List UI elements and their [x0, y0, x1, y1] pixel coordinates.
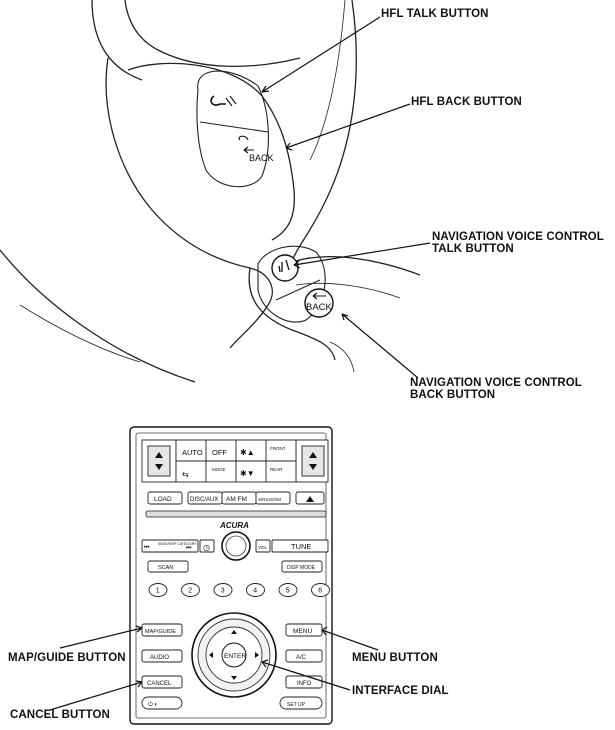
- preset-button-label: 3: [221, 588, 225, 595]
- nav-voice-back-button: BACK: [304, 288, 334, 318]
- preset-button: [181, 583, 200, 597]
- climate-controls: [141, 439, 329, 483]
- seek-category-label: SEEK/SKIP CATEGORY: [158, 542, 197, 546]
- tune-row-buttons: [141, 539, 329, 553]
- audio-climate-panel: AUTO OFF ✱▲ ✱▼ FRONT REAR MODE ⇆ LOAD DI…: [129, 426, 333, 725]
- disp-mode-button-label: DISP MODE: [287, 565, 316, 571]
- xm-button-label: SIRIUS/XM: [258, 497, 281, 502]
- preset-button-label: 4: [253, 588, 257, 595]
- preset-button: [213, 583, 233, 597]
- preset-button-label: 2: [188, 588, 192, 595]
- climate-off-label: OFF: [212, 448, 227, 457]
- disc-slot: [145, 510, 327, 518]
- am-fm-button-label: AM FM: [226, 496, 247, 503]
- voice-talk-icon: [278, 259, 290, 273]
- hfl-talk-icon: [210, 95, 237, 107]
- map-guide-button-callout: MAP/GUIDE BUTTON: [8, 652, 126, 664]
- preset-button-label: 1: [156, 588, 160, 595]
- nav-voice-talk-callout-line1: NAVIGATION VOICE CONTROL: [432, 231, 604, 243]
- nav-voice-talk-button: [271, 254, 299, 282]
- leader-lines-top: [261, 16, 431, 379]
- climate-auto-label: AUTO: [182, 448, 203, 457]
- steering-wheel-illustration: [0, 0, 421, 383]
- leader-lines-bottom: [49, 625, 379, 711]
- menu-button-label: MENU: [293, 628, 312, 635]
- hfl-back-icon: [238, 135, 254, 154]
- fan-up-icon: ✱▲: [240, 448, 255, 457]
- nav-voice-talk-callout-line2: TALK BUTTON: [432, 243, 514, 255]
- tune-label: TUNE: [291, 542, 311, 551]
- hfl-back-button-callout: HFL BACK BUTTON: [411, 96, 522, 108]
- enter-label: ENTER: [224, 653, 246, 660]
- menu-button-callout: MENU BUTTON: [352, 652, 438, 664]
- vol-label: VOL: [258, 545, 268, 550]
- nav-voice-back-callout-line1: NAVIGATION VOICE CONTROL: [410, 377, 582, 389]
- interface-dial: ENTER: [191, 612, 277, 698]
- preset-button: [148, 583, 168, 597]
- preset-button-label: 5: [286, 588, 290, 595]
- seek-forward-icon: ⏭: [186, 545, 192, 551]
- fan-down-icon: ✱▼: [240, 469, 255, 478]
- scan-button-label: SCAN: [158, 565, 173, 571]
- temp-left-arrows-icon: [155, 452, 163, 470]
- audio-source-buttons: [147, 491, 325, 505]
- preset-button: [311, 583, 330, 597]
- disc-aux-button-label: DISC/AUX: [190, 497, 218, 503]
- clock-icon: ◷: [203, 543, 210, 552]
- preset-button: [278, 583, 298, 597]
- hfl-talk-button-callout: HFL TALK BUTTON: [381, 8, 489, 20]
- nav-voice-back-callout-line2: BACK BUTTON: [410, 389, 496, 401]
- load-button-label: LOAD: [154, 496, 172, 503]
- temp-right-arrows-icon: [309, 452, 317, 470]
- preset-button-label: 6: [318, 588, 322, 595]
- setup-button-label: SET UP: [287, 702, 306, 708]
- back-arrow-icon: [312, 292, 326, 300]
- power-icon: ⏻ ◐: [148, 701, 158, 708]
- interface-dial-callout: INTERFACE DIAL: [352, 685, 449, 697]
- scan-row-buttons: [147, 560, 323, 573]
- preset-button: [246, 583, 265, 597]
- ac-button-label: A/C: [296, 655, 307, 661]
- rear-defrost-label: REAR: [270, 467, 283, 472]
- seek-back-icon: ⏮: [144, 545, 150, 551]
- brand-logo: ACURA: [219, 521, 249, 530]
- cancel-button-callout: CANCEL BUTTON: [10, 709, 110, 721]
- cancel-button-label: CANCEL: [147, 681, 172, 687]
- nav-voice-back-button-label: BACK: [306, 302, 333, 313]
- recirculation-icon: ⇆: [182, 470, 189, 479]
- eject-icon: [306, 496, 314, 502]
- navigation-buttons: [141, 623, 323, 710]
- map-guide-button-label: MAP/GUIDE: [145, 629, 176, 635]
- hfl-back-button-label: BACK: [249, 153, 274, 163]
- info-button-label: INFO: [297, 681, 312, 687]
- preset-buttons: 1 2 3 4 5 6: [148, 583, 330, 597]
- front-defrost-label: FRONT: [270, 446, 286, 451]
- audio-button-label: AUDIO: [150, 655, 169, 661]
- mode-label: MODE: [212, 467, 226, 472]
